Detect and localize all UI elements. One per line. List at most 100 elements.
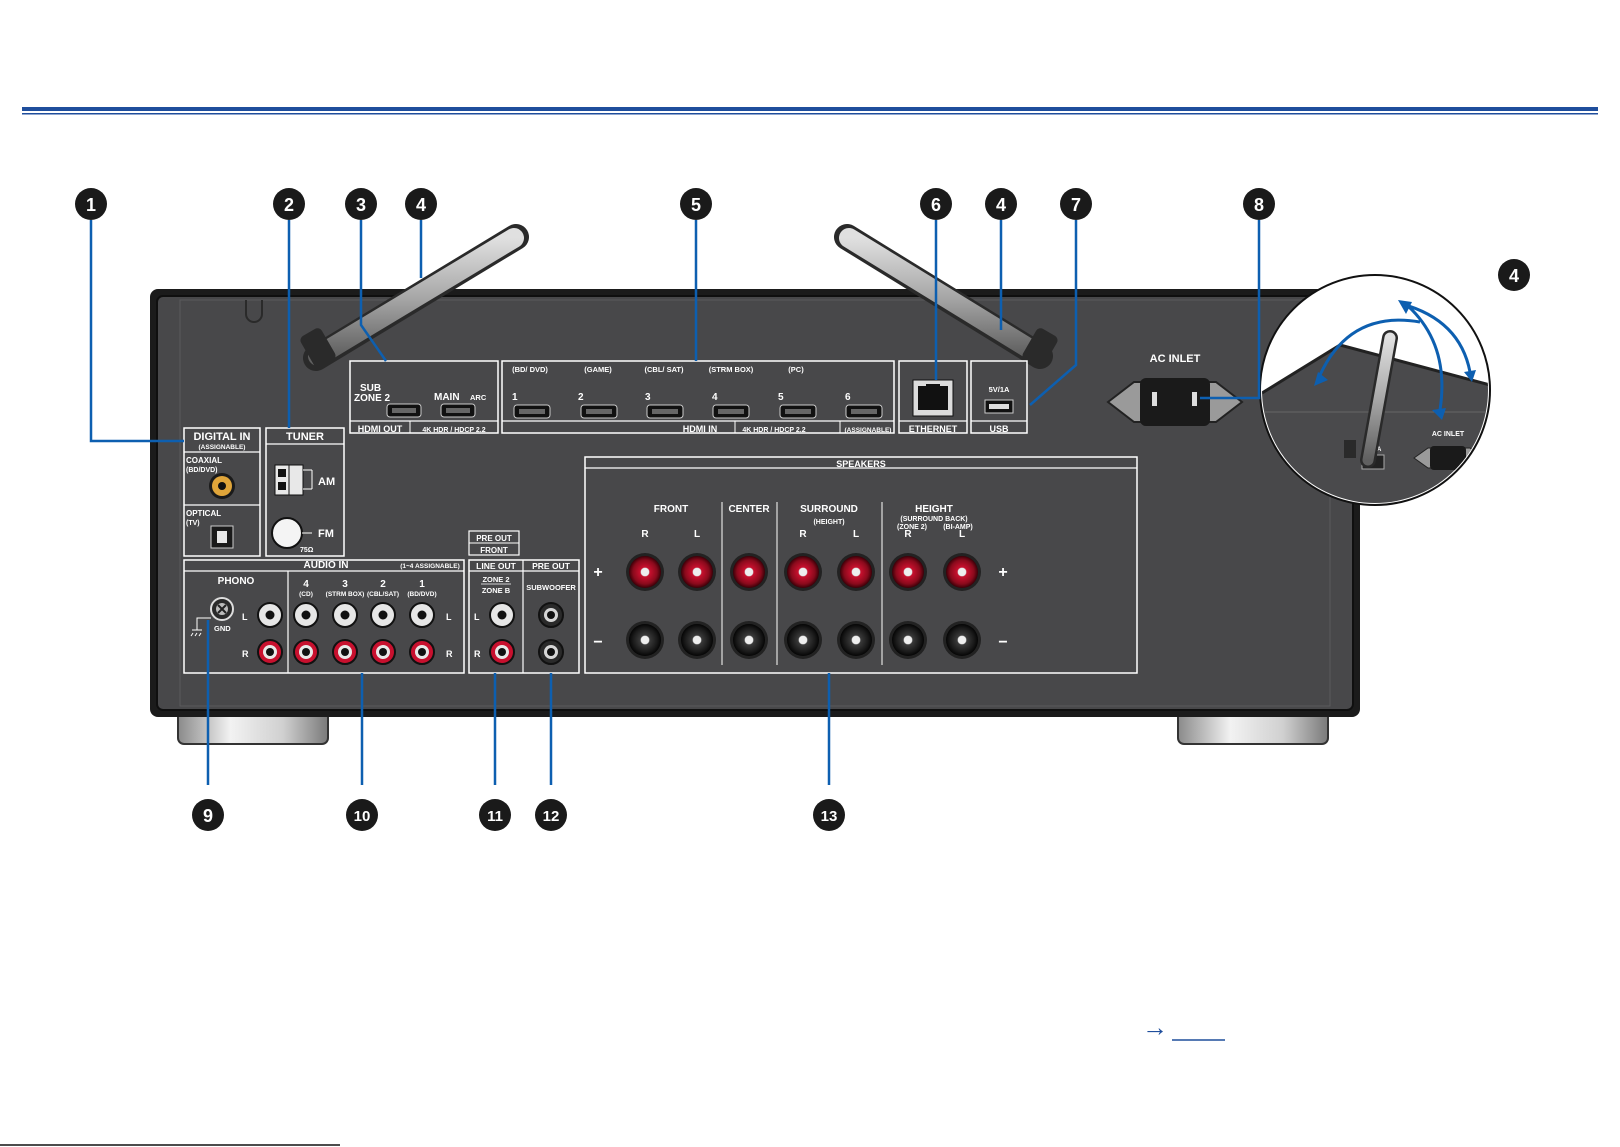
svg-text:4: 4 [712,392,718,403]
svg-text:USB: USB [989,424,1009,434]
audio-in-3-r-jack[interactable] [332,639,358,665]
header-rule [22,107,1598,115]
audio-in-1-l-jack[interactable] [409,602,435,628]
svg-text:4: 4 [996,195,1006,215]
svg-text:8: 8 [1254,195,1264,215]
svg-text:HEIGHT: HEIGHT [915,504,953,515]
height-r-minus-terminal[interactable] [889,621,927,659]
height-r-plus-terminal[interactable] [889,553,927,591]
svg-text:SUB: SUB [360,383,381,394]
audio-in-2-r-jack[interactable] [370,639,396,665]
coaxial-jack[interactable] [209,473,235,499]
hdmi-in-1-port[interactable] [513,404,551,419]
subwoofer-pre-out-1-jack[interactable] [538,602,564,628]
audio-in-2-l-jack[interactable] [370,602,396,628]
surround-l-minus-terminal[interactable] [837,621,875,659]
ac-inlet-socket[interactable] [1106,378,1244,426]
svg-text:(1~4 ASSIGNABLE): (1~4 ASSIGNABLE) [400,563,460,570]
callout-badge: 1 [75,188,107,220]
svg-text:(BI-AMP): (BI-AMP) [943,524,973,531]
zone2-line-out-l-jack[interactable] [489,602,515,628]
phono-l-jack[interactable] [257,602,283,628]
svg-text:(ASSIGNABLE): (ASSIGNABLE) [845,427,892,434]
svg-text:(STRM BOX): (STRM BOX) [326,591,365,598]
front-r-plus-terminal[interactable] [626,553,664,591]
svg-text:R: R [474,649,481,659]
fm-antenna-jack[interactable] [271,517,303,549]
antenna-rotation-inset: 5V/1A AC INLET [1259,274,1491,506]
callout-badge: 10 [346,799,378,831]
svg-text:12: 12 [543,808,560,825]
callout-badge: 7 [1060,188,1092,220]
front-l-minus-terminal[interactable] [678,621,716,659]
callout-badge: 4 [985,188,1017,220]
hdmi-out-main-port[interactable] [440,403,476,418]
hdmi-in-5-port[interactable] [779,404,817,419]
usb-port[interactable] [984,399,1014,414]
audio-in-1-r-jack[interactable] [409,639,435,665]
svg-text:PRE OUT: PRE OUT [476,534,512,543]
zone2-line-out-r-jack[interactable] [489,639,515,665]
svg-text:ETHERNET: ETHERNET [909,424,958,434]
height-l-minus-terminal[interactable] [943,621,981,659]
svg-text:PRE OUT: PRE OUT [532,561,571,571]
surround-l-plus-terminal[interactable] [837,553,875,591]
hdmi-out-label: HDMI OUT [358,424,403,434]
audio-in-4-l-jack[interactable] [293,602,319,628]
svg-text:AM: AM [318,476,335,488]
svg-text:L: L [242,612,248,622]
svg-text:AC INLET: AC INLET [1432,431,1465,438]
svg-text:1: 1 [419,579,425,590]
phono-r-jack[interactable] [257,639,283,665]
optical-jack[interactable] [210,525,234,549]
hdmi-in-6-port[interactable] [845,404,883,419]
svg-text:L: L [853,529,859,540]
callout-badges: 1 2 3 4 5 6 4 7 8 4 9 10 11 12 13 [75,188,1530,831]
svg-text:2: 2 [380,579,386,590]
svg-text:3: 3 [342,579,348,590]
svg-text:7: 7 [1071,195,1081,215]
callout-badge: 3 [345,188,377,220]
am-antenna-terminal[interactable] [274,464,313,496]
center-plus-terminal[interactable] [730,553,768,591]
svg-text:(BD/DVD): (BD/DVD) [407,591,436,598]
callout-badge: 4 [1498,259,1530,291]
svg-text:1: 1 [86,195,96,215]
svg-text:5V/1A: 5V/1A [989,385,1010,394]
audio-in-4-r-jack[interactable] [293,639,319,665]
tuner-section: TUNER AM FM 75Ω [265,427,345,557]
front-r-minus-terminal[interactable] [626,621,664,659]
page-link[interactable]: → [1142,1012,1225,1042]
tuner-label: TUNER [286,431,324,443]
svg-text:FRONT: FRONT [654,504,688,515]
center-minus-terminal[interactable] [730,621,768,659]
height-l-plus-terminal[interactable] [943,553,981,591]
hdmi-in-4-port[interactable] [712,404,750,419]
svg-text:10: 10 [354,808,371,825]
svg-text:MAIN: MAIN [434,392,460,403]
svg-text:4: 4 [1509,266,1519,286]
svg-text:4K HDR / HDCP 2.2: 4K HDR / HDCP 2.2 [742,427,805,434]
surround-r-plus-terminal[interactable] [784,553,822,591]
svg-text:OPTICAL: OPTICAL [186,509,221,518]
hdmi-out-sub-port[interactable] [386,403,422,418]
audio-in-3-l-jack[interactable] [332,602,358,628]
ac-inlet-section: AC INLET [1106,353,1244,426]
hdmi-in-3-port[interactable] [646,404,684,419]
wireless-antenna-left [300,224,529,371]
surround-r-minus-terminal[interactable] [784,621,822,659]
svg-text:COAXIAL: COAXIAL [186,456,222,465]
phono-gnd-terminal[interactable] [210,597,234,621]
callout-badge: 8 [1243,188,1275,220]
svg-text:(PC): (PC) [788,365,804,374]
svg-text:ZONE 2: ZONE 2 [354,393,391,404]
ethernet-port[interactable] [912,379,954,417]
svg-text:SURROUND: SURROUND [800,504,858,515]
front-l-plus-terminal[interactable] [678,553,716,591]
svg-text:R: R [242,649,249,659]
subwoofer-pre-out-2-jack[interactable] [538,639,564,665]
callout-badge: 11 [479,799,511,831]
hdmi-in-2-port[interactable] [580,404,618,419]
usb-section: USB 5V/1A [970,360,1028,434]
